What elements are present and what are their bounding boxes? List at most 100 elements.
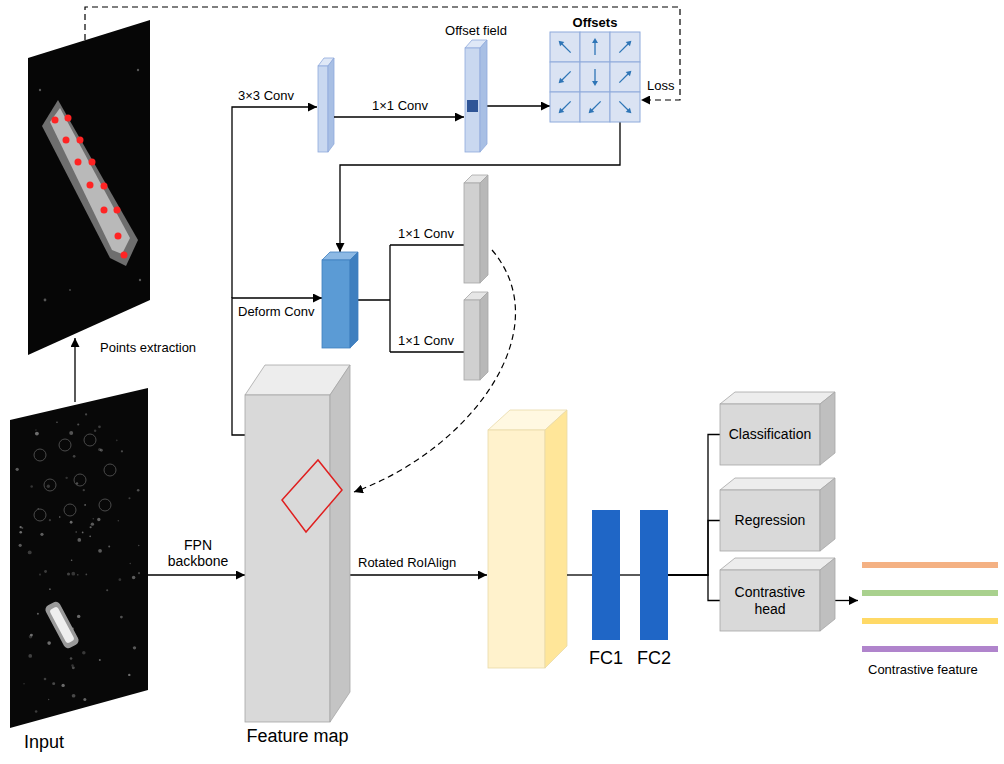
speckle — [138, 572, 140, 574]
grid-cell — [550, 62, 580, 92]
speckle — [49, 519, 51, 521]
head-box: Classification — [720, 392, 835, 465]
node-text: Classification — [720, 404, 820, 465]
offset-patch — [467, 100, 478, 112]
speckle — [106, 589, 108, 591]
connector — [668, 575, 720, 601]
speckle — [23, 683, 25, 685]
slab-top — [720, 392, 835, 404]
roi-to-fc-line — [567, 574, 592, 575]
offset-arrow — [561, 71, 571, 81]
speckle — [44, 299, 47, 302]
slab-side — [820, 392, 835, 465]
deform-conv: Deform Conv — [322, 252, 358, 348]
grid-cell — [580, 32, 610, 62]
speckle — [77, 423, 79, 425]
point-dot — [63, 137, 70, 144]
ship-target — [44, 600, 81, 650]
node-text: Input — [24, 732, 64, 753]
point-dot — [121, 252, 128, 259]
offset-arrow — [591, 101, 601, 111]
offset-arrow-head — [626, 108, 632, 114]
annotation-label: Rotated RoIAlign — [358, 555, 456, 570]
feature-bar — [862, 590, 998, 596]
slab-front — [720, 490, 820, 551]
speckle — [52, 682, 55, 685]
speckle — [39, 89, 41, 91]
speckle — [118, 578, 121, 581]
speckle — [98, 425, 101, 428]
edge-label: FPN backbone — [156, 537, 240, 569]
conv1x1-slab — [464, 175, 488, 283]
slab-side — [480, 40, 487, 152]
ship-echo — [42, 100, 138, 266]
rotated-box — [282, 460, 342, 532]
annotation-label: 1×1 Conv — [372, 98, 428, 113]
fc-layer: FC1 — [592, 510, 620, 640]
slab-front — [464, 300, 480, 380]
speckle — [128, 497, 130, 499]
offset-arrow — [619, 101, 629, 111]
input-image: Input — [10, 385, 148, 728]
node-text: Deform Conv — [238, 304, 315, 319]
node-text: FC1 — [589, 648, 623, 669]
speckle — [77, 538, 81, 542]
speckle — [72, 694, 76, 698]
points-image — [28, 20, 150, 355]
speckle — [97, 518, 100, 521]
roialign-arrow — [350, 574, 487, 575]
conv3x3-arrow — [232, 107, 317, 298]
point-dot — [101, 183, 108, 190]
grid-cell — [610, 32, 640, 62]
extracted-points — [52, 115, 128, 259]
fc-bar — [640, 510, 668, 640]
speckle — [132, 576, 135, 579]
speckle — [118, 520, 120, 522]
speckle — [73, 455, 76, 458]
speckle — [59, 516, 61, 518]
offset-arrow — [619, 73, 629, 83]
speckle — [44, 678, 47, 681]
annotation-label: Loss — [647, 78, 674, 93]
speckle — [138, 545, 139, 546]
slab-front — [720, 404, 820, 465]
offset-arrow — [594, 69, 595, 83]
node-shape — [10, 385, 148, 728]
speckle — [121, 450, 123, 452]
point-dot — [101, 207, 108, 214]
branch-lines — [358, 245, 464, 352]
clutter-ring — [99, 499, 111, 511]
connector-layer — [148, 106, 720, 601]
offsets-grid: Offsets — [550, 32, 640, 122]
feature-arrow — [835, 600, 858, 601]
offset-arrow-head — [626, 71, 632, 77]
loss-dashed-arrow — [85, 7, 680, 100]
offset-arrow-head — [592, 81, 598, 86]
speckle — [98, 448, 101, 451]
offset-arrow — [619, 43, 629, 53]
speckle — [69, 289, 71, 291]
speckle — [65, 477, 67, 479]
node-text: Contrastive head — [720, 570, 820, 631]
speckle — [89, 536, 91, 538]
grid-cell — [550, 32, 580, 62]
annotation-label: 1×1 Conv — [398, 226, 454, 241]
head-box: Regression — [720, 478, 835, 551]
speckle — [71, 572, 75, 576]
ship-echo — [50, 108, 130, 254]
slab-front — [318, 66, 328, 152]
node-shape — [322, 252, 358, 348]
speckle — [93, 518, 95, 520]
grid-cell — [550, 92, 580, 122]
slab-side — [820, 558, 835, 631]
point-dot — [75, 159, 82, 166]
slab-side — [328, 58, 334, 152]
speckle — [61, 684, 64, 687]
speckle — [83, 489, 85, 491]
speckle — [16, 468, 19, 471]
slab-side — [820, 478, 835, 551]
clutter-ring — [59, 439, 71, 451]
speckle — [71, 664, 74, 667]
